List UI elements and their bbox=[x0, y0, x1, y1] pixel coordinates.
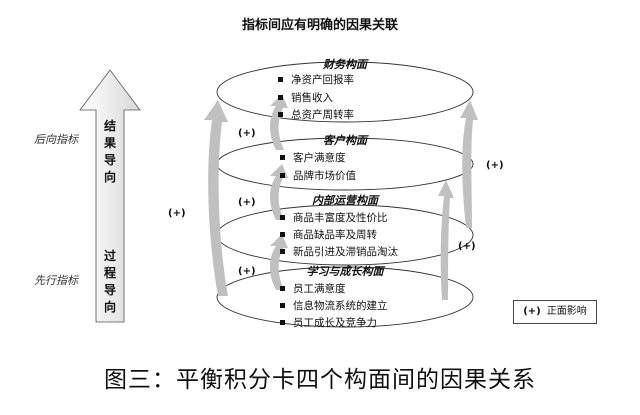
item-text: 总资产周转率 bbox=[291, 109, 354, 121]
item-text: 客户满意度 bbox=[293, 152, 346, 164]
process-oriented-text: 过 程 导 向 bbox=[103, 248, 117, 316]
item-text: 新品引进及滞销品淘汰 bbox=[293, 246, 398, 258]
item-text: 员工成长及竞争力 bbox=[293, 317, 377, 329]
bullet-icon bbox=[280, 319, 285, 325]
list-item: 销售收入 bbox=[278, 90, 333, 105]
list-item: 员工满意度 bbox=[280, 281, 346, 296]
figure-caption: 图三：平衡积分卡四个构面间的因果关系 bbox=[104, 367, 536, 393]
bullet-icon bbox=[280, 248, 285, 254]
list-item: 品牌市场价值 bbox=[280, 168, 356, 183]
result-oriented-text: 结 果 导 向 bbox=[103, 118, 117, 186]
plus-marker: (+) bbox=[238, 266, 256, 277]
curved-arrow-learning-to-financial bbox=[204, 100, 228, 296]
ellipse-financial bbox=[216, 61, 474, 123]
bullet-icon bbox=[280, 231, 285, 237]
item-text: 信息物流系统的建立 bbox=[293, 300, 388, 312]
curved-arrow-customer-to-financial bbox=[270, 94, 288, 150]
perspective-title-financial: 财务构面 bbox=[323, 58, 367, 71]
bullet-icon bbox=[280, 285, 285, 291]
perspective-title-learning: 学习与成长构面 bbox=[306, 265, 384, 278]
list-item: 总资产周转率 bbox=[278, 107, 354, 122]
curved-arrow-learning-to-internal bbox=[270, 234, 288, 290]
curved-arrow-learning-to-customer-right bbox=[438, 180, 454, 300]
leading-indicator-label: 先行指标 bbox=[34, 274, 78, 287]
item-text: 品牌市场价值 bbox=[293, 170, 356, 182]
list-item: 商品缺品率及周转 bbox=[280, 227, 377, 242]
curved-arrow-internal-to-customer bbox=[270, 164, 288, 220]
plus-marker: (+) bbox=[238, 128, 256, 139]
lagging-indicator-label: 后向指标 bbox=[34, 133, 78, 146]
arrow-char: 过 bbox=[103, 249, 116, 263]
bullet-icon bbox=[278, 94, 283, 100]
item-text: 员工满意度 bbox=[293, 283, 346, 295]
plus-marker: (+) bbox=[486, 160, 504, 171]
bullet-icon bbox=[278, 111, 283, 117]
bullet-icon bbox=[278, 76, 283, 82]
perspective-title-internal: 内部运营构面 bbox=[312, 194, 378, 207]
diagram-title: 指标间应有明确的因果关联 bbox=[241, 18, 398, 33]
item-text: 销售收入 bbox=[291, 92, 333, 104]
arrow-char: 导 bbox=[103, 283, 116, 297]
list-item: 净资产回报率 bbox=[278, 72, 354, 87]
bullet-icon bbox=[280, 172, 285, 178]
arrow-char: 程 bbox=[103, 266, 116, 280]
bullet-icon bbox=[280, 154, 285, 160]
item-text: 商品缺品率及周转 bbox=[293, 229, 377, 241]
arrow-char: 果 bbox=[103, 136, 116, 150]
bullet-icon bbox=[280, 302, 285, 308]
arrow-char: 向 bbox=[103, 300, 116, 314]
plus-marker: (+) bbox=[458, 241, 476, 252]
arrow-char: 向 bbox=[103, 170, 116, 184]
curved-arrow-customer-to-financial-right bbox=[460, 100, 478, 228]
plus-marker: (+) bbox=[238, 197, 256, 208]
item-text: 商品丰富度及性价比 bbox=[293, 212, 388, 224]
perspective-title-customer: 客户构面 bbox=[323, 134, 367, 147]
list-item: 商品丰富度及性价比 bbox=[280, 210, 388, 225]
list-item: 客户满意度 bbox=[280, 150, 346, 165]
legend-symbol: (+) bbox=[523, 306, 541, 317]
ellipse-learning bbox=[216, 266, 474, 328]
legend-text: 正面影响 bbox=[546, 306, 587, 317]
arrow-char: 结 bbox=[103, 119, 116, 133]
list-item: 新品引进及滞销品淘汰 bbox=[280, 244, 398, 259]
result-direction-arrow bbox=[79, 69, 141, 323]
list-item: 信息物流系统的建立 bbox=[280, 298, 388, 313]
legend-box: (+) 正面影响 bbox=[513, 300, 597, 324]
bullet-icon bbox=[280, 214, 285, 220]
arrow-char: 导 bbox=[103, 153, 116, 167]
plus-marker: (+) bbox=[168, 208, 186, 219]
item-text: 净资产回报率 bbox=[291, 74, 354, 86]
list-item: 员工成长及竞争力 bbox=[280, 315, 377, 330]
